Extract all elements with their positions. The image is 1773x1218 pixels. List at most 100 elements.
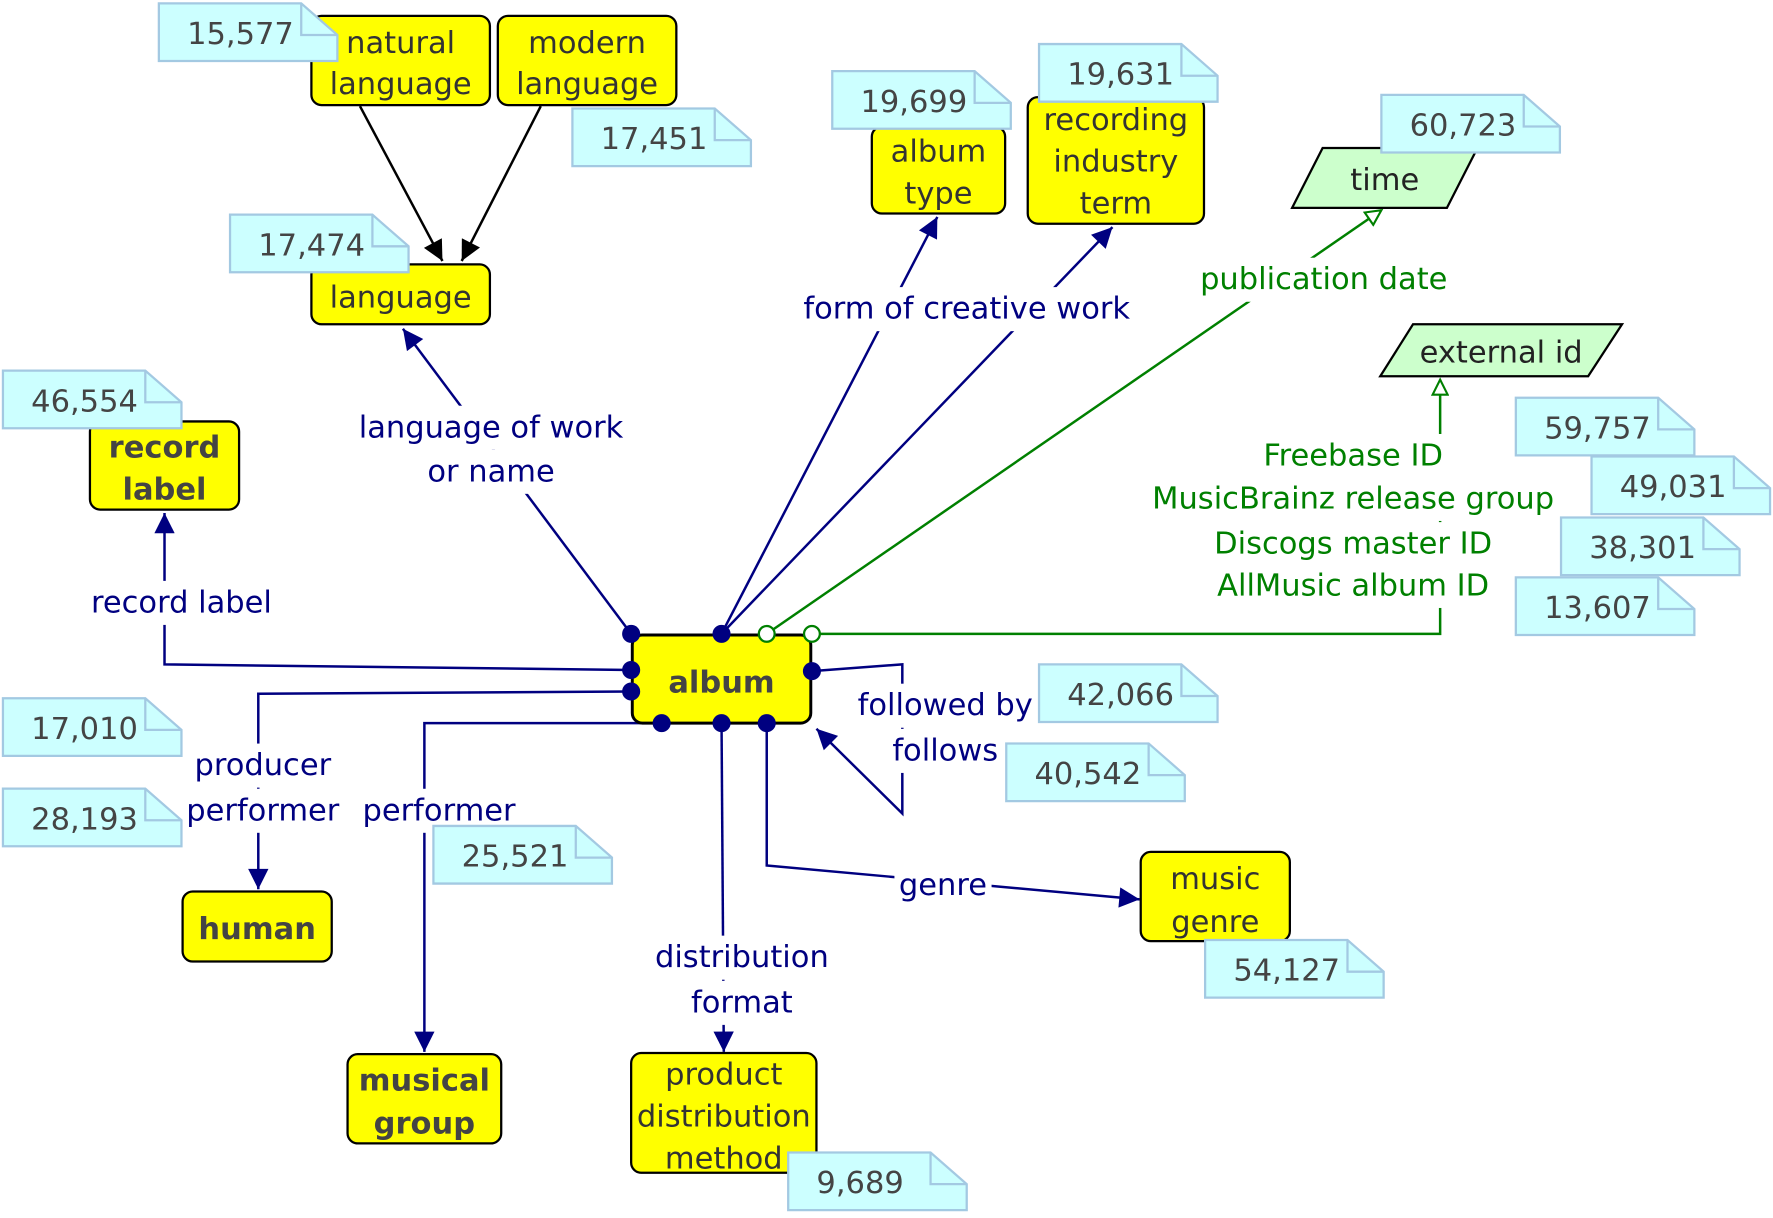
node-label: album [668,666,774,701]
count-note: 19,699 [831,70,1012,130]
node-label: genre [1171,905,1259,940]
count-note: 17,010 [1,697,183,758]
property-label: AllMusic album ID [1217,568,1489,603]
node-language: language [310,263,492,326]
datatype-time: time [1290,146,1480,210]
note-shape [1559,516,1741,577]
note-fold [1180,664,1218,698]
property-label: MusicBrainz release group [1152,481,1554,516]
node-album-type: album type [870,125,1007,215]
connector-dot [652,714,671,733]
count-value: 28,193 [31,802,138,837]
node-box [181,890,333,963]
node-label: album [891,135,987,170]
property-label: publication date [1200,262,1447,297]
label-background [354,405,629,450]
count-value: 17,451 [601,122,708,157]
node-album: album [630,633,813,725]
node-music-genre: music genre [1139,850,1291,943]
count-value: 42,066 [1067,678,1174,713]
note-fold [574,825,612,859]
count-value: 25,521 [462,840,569,875]
note-shape [787,1151,968,1212]
note-fold [713,108,751,142]
edge-modern-language-to-language [460,105,542,262]
note-shape [1514,396,1696,457]
property-label: performer [186,793,340,828]
count-note: 42,066 [1037,663,1219,724]
label-background [1209,522,1497,567]
label-background [1212,563,1494,608]
node-natural-language: natural language [310,14,492,107]
count-note: 38,301 [1559,516,1741,577]
count-note: 54,127 [1203,938,1385,999]
count-note: 28,193 [1,787,183,848]
note-shape [1,369,183,430]
property-label: format [691,985,793,1020]
count-value: 49,031 [1620,470,1727,505]
node-label: language [330,280,472,315]
note-fold [1732,456,1771,490]
count-note: 9,689 [787,1151,968,1212]
connector-dot [622,624,641,643]
count-note: 59,757 [1514,396,1696,457]
note-shape [1514,576,1696,637]
label-background [650,935,834,980]
note-fold [1180,44,1218,77]
label-background [1195,257,1452,302]
label-background [181,788,345,833]
node-box [496,14,678,107]
count-note: 17,451 [571,107,753,168]
note-fold [1657,577,1695,611]
note-shape [1590,455,1772,516]
count-note: 25,521 [432,824,614,885]
note-fold [144,788,182,822]
note-shape [831,70,1012,130]
property-label: distribution [655,940,829,975]
count-value: 17,474 [258,228,365,263]
count-value: 59,757 [1544,411,1651,446]
property-label: genre [899,868,987,903]
edge-genre [765,723,1140,908]
connector-dot [622,660,641,680]
count-value: 17,010 [31,712,138,747]
connection-dots [622,624,821,733]
edge-form-of-creative-work-album-type [720,216,939,635]
edge-record-label [154,512,632,672]
node-label: distribution [637,1099,811,1134]
count-note: 15,577 [157,2,339,63]
node-label: recording [1044,103,1189,138]
datatype-label: time [1350,163,1419,198]
property-label: producer [194,748,331,783]
label-background [887,728,1003,773]
note-shape [1380,93,1562,154]
connector-open-dot [757,624,776,643]
note-shape [1037,663,1219,724]
node-box [630,1051,818,1174]
note-fold [1147,743,1185,777]
datatype-label: external id [1420,336,1583,371]
node-musical-group: musical group [346,1053,503,1145]
connector-open-dot [802,624,821,643]
label-background [894,863,992,908]
node-label: modern [528,26,646,61]
count-value: 60,723 [1410,109,1517,144]
property-label: form of creative work [803,292,1130,327]
connector-dot [802,662,821,681]
property-label: record label [91,585,272,620]
count-value: 38,301 [1589,531,1696,566]
note-fold [1657,397,1695,431]
note-fold [300,3,338,37]
note-fold [929,1152,967,1186]
count-note: 60,723 [1380,93,1562,154]
node-label: term [1080,187,1152,222]
edge-natural-language-to-language [358,105,444,262]
count-value: 54,127 [1233,954,1340,989]
label-background [422,449,560,494]
property-label: performer [363,793,517,828]
label-background [686,980,798,1025]
edge-labels: language of work or name form of creativ… [91,262,1554,1020]
note-shape [1203,938,1385,999]
connector-dot [622,682,641,701]
